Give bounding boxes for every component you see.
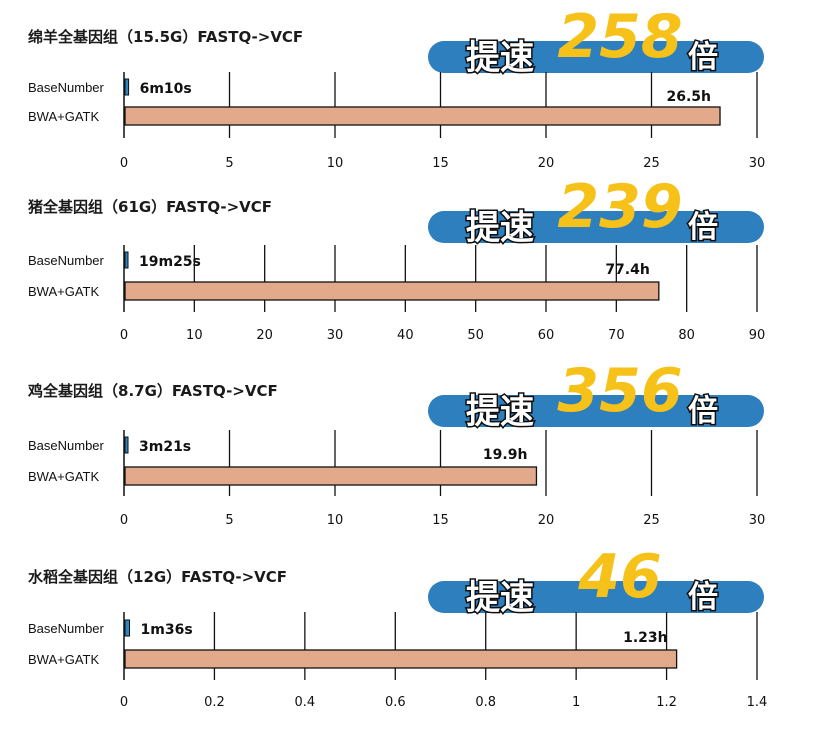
x-tick-label: 1.2 bbox=[656, 695, 677, 710]
x-tick-label: 1 bbox=[572, 695, 580, 710]
chart-title: 猪全基因组（61G）FASTQ->VCF bbox=[27, 198, 272, 216]
speedup-prefix: 提速 bbox=[466, 208, 534, 248]
chart-title: 绵羊全基因组（15.5G）FASTQ->VCF bbox=[28, 28, 303, 46]
x-tick-label: 10 bbox=[327, 156, 344, 171]
category-label: BWA+GATK bbox=[28, 284, 99, 299]
bar-bwa-gatk bbox=[124, 106, 721, 126]
speedup-value: 46 bbox=[577, 542, 662, 612]
x-tick-label: 0 bbox=[120, 513, 128, 528]
bar-basenumber bbox=[124, 251, 129, 269]
bar-bwa-gatk bbox=[124, 281, 660, 301]
bar-basenumber bbox=[124, 78, 130, 96]
x-tick-label: 0.4 bbox=[295, 695, 316, 710]
data-label: 26.5h bbox=[667, 89, 712, 105]
x-tick-label: 10 bbox=[327, 513, 344, 528]
x-tick-label: 25 bbox=[643, 513, 660, 528]
x-tick-label: 20 bbox=[256, 328, 273, 343]
speedup-suffix: 倍 bbox=[688, 580, 718, 615]
bar-bwa-gatk bbox=[124, 466, 538, 486]
x-tick-label: 15 bbox=[432, 513, 449, 528]
x-tick-label: 25 bbox=[643, 156, 660, 171]
category-label: BWA+GATK bbox=[28, 109, 99, 124]
chart-title: 水稻全基因组（12G）FASTQ->VCF bbox=[28, 568, 287, 586]
speedup-value: 258 bbox=[557, 2, 682, 72]
speedup-suffix: 倍 bbox=[688, 40, 718, 75]
x-tick-label: 90 bbox=[749, 328, 766, 343]
speedup-value: 239 bbox=[557, 172, 682, 242]
x-tick-label: 60 bbox=[538, 328, 555, 343]
x-tick-label: 10 bbox=[186, 328, 203, 343]
data-label: 6m10s bbox=[140, 81, 192, 97]
data-label: 3m21s bbox=[139, 439, 191, 455]
x-tick-label: 15 bbox=[432, 156, 449, 171]
x-tick-label: 0 bbox=[120, 156, 128, 171]
x-tick-label: 5 bbox=[225, 156, 233, 171]
speedup-prefix: 提速 bbox=[466, 38, 534, 78]
speedup-banner bbox=[428, 41, 764, 73]
data-label: 1m36s bbox=[141, 622, 193, 638]
bar-basenumber bbox=[124, 619, 131, 637]
speedup-banner bbox=[428, 581, 764, 613]
category-label: BWA+GATK bbox=[28, 469, 99, 484]
category-label: BWA+GATK bbox=[28, 652, 99, 667]
speedup-banner bbox=[428, 395, 764, 427]
speedup-banner bbox=[428, 211, 764, 243]
x-tick-label: 70 bbox=[608, 328, 625, 343]
data-label: 1.23h bbox=[623, 630, 668, 646]
x-tick-label: 0.2 bbox=[204, 695, 225, 710]
category-label: BaseNumber bbox=[28, 621, 105, 636]
x-tick-label: 0.8 bbox=[475, 695, 496, 710]
data-label: 77.4h bbox=[605, 262, 650, 278]
speedup-prefix: 提速 bbox=[466, 578, 534, 618]
x-tick-label: 5 bbox=[225, 513, 233, 528]
x-tick-label: 0 bbox=[120, 695, 128, 710]
x-tick-label: 80 bbox=[678, 328, 695, 343]
category-label: BaseNumber bbox=[28, 253, 105, 268]
x-tick-label: 0 bbox=[120, 328, 128, 343]
x-tick-label: 20 bbox=[538, 156, 555, 171]
data-label: 19m25s bbox=[139, 254, 201, 270]
category-label: BaseNumber bbox=[28, 80, 105, 95]
bar-bwa-gatk bbox=[124, 649, 678, 669]
speedup-value: 356 bbox=[557, 356, 682, 426]
x-tick-label: 1.4 bbox=[747, 695, 768, 710]
category-label: BaseNumber bbox=[28, 438, 105, 453]
bar-basenumber bbox=[124, 436, 129, 454]
data-label: 19.9h bbox=[483, 447, 528, 463]
x-tick-label: 30 bbox=[327, 328, 344, 343]
x-tick-label: 30 bbox=[749, 156, 766, 171]
x-tick-label: 0.6 bbox=[385, 695, 406, 710]
chart-title: 鸡全基因组（8.7G）FASTQ->VCF bbox=[27, 382, 278, 400]
speedup-prefix: 提速 bbox=[466, 392, 534, 432]
x-tick-label: 50 bbox=[467, 328, 484, 343]
x-tick-label: 30 bbox=[749, 513, 766, 528]
x-tick-label: 40 bbox=[397, 328, 414, 343]
speedup-suffix: 倍 bbox=[688, 394, 718, 429]
x-tick-label: 20 bbox=[538, 513, 555, 528]
speedup-suffix: 倍 bbox=[688, 210, 718, 245]
